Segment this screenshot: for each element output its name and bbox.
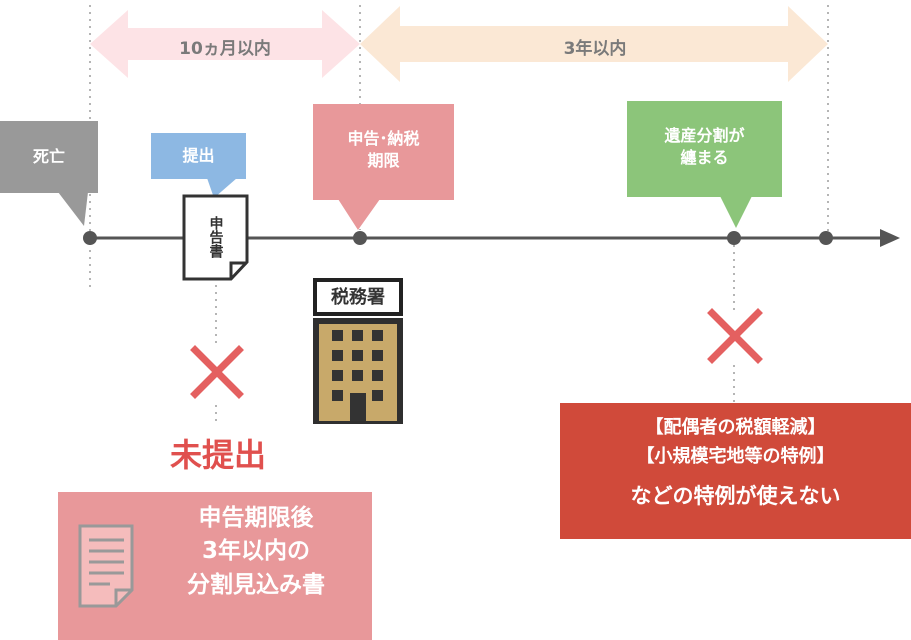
event-submit-label: 提出	[182, 146, 215, 165]
event-division-label: 遺産分割が 纏まる	[664, 126, 745, 167]
tax-return-document-icon	[182, 194, 249, 281]
span-arrow-10-months	[90, 10, 360, 78]
callout-deadline	[313, 104, 454, 230]
division-plan-text: 申告期限後 3年以内の 分割見込み書	[187, 505, 325, 598]
not-submitted-label: 未提出	[169, 436, 266, 474]
timeline-arrowhead	[880, 229, 900, 247]
event-death-label: 死亡	[32, 147, 65, 166]
cross-icon-not-submitted	[190, 345, 244, 399]
timeline-point-death	[83, 231, 97, 245]
callout-division	[627, 101, 782, 228]
special-rules-box	[560, 403, 911, 539]
special-rules-text: 【配偶者の税額軽減】 【小規模宅地等の特例】 などの特例が使えない	[630, 417, 841, 508]
span-label-10-months: 10ヵ月以内	[179, 39, 271, 59]
cross-icon-special-rules	[707, 308, 763, 364]
document-label: 申告書	[207, 216, 224, 258]
event-deadline-label: 申告･納税 期限	[347, 129, 420, 170]
tax-office-building-icon	[313, 278, 403, 424]
callout-death	[0, 121, 98, 226]
span-label-3-years: 3年以内	[563, 39, 627, 59]
span-arrow-3-years	[360, 6, 828, 82]
timeline-point-deadline	[353, 231, 367, 245]
callout-submit	[151, 133, 246, 198]
division-plan-document-icon	[78, 524, 134, 608]
timeline-point-3-years	[819, 231, 833, 245]
tax-office-label: 税務署	[331, 287, 385, 308]
timeline-point-division	[727, 231, 741, 245]
